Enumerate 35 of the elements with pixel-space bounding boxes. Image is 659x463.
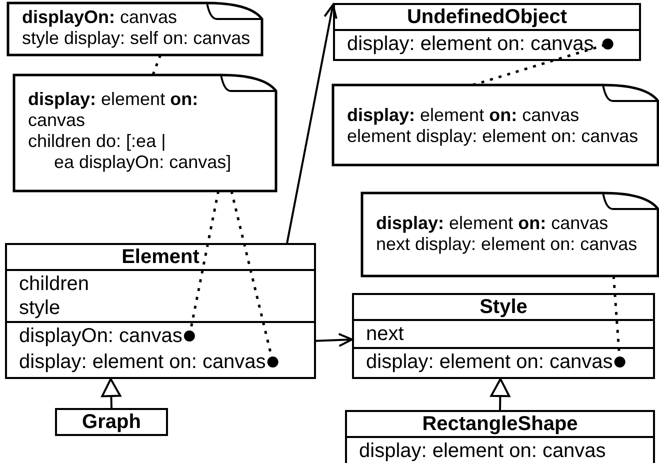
code-line: next display: element on: canvas (376, 234, 638, 255)
method-signature: displayOn: canvas (22, 7, 178, 28)
note-connector (472, 38, 614, 86)
attribute-text: children (18, 272, 90, 296)
method-text: display: element on: canvas (347, 33, 594, 55)
class-box (55, 408, 168, 436)
association-arrow (316, 332, 353, 347)
class-name: Element (120, 245, 200, 269)
note-connector (230, 190, 278, 368)
class-box (352, 293, 655, 379)
note-connector (152, 54, 162, 76)
attribute-text: next (365, 322, 405, 346)
note-connector (184, 190, 220, 342)
attribute-text: display: element on: canvas (358, 439, 607, 463)
method-text: display: element on: canvas (19, 351, 266, 373)
class-box (5, 243, 316, 379)
class-name: Style (478, 295, 528, 319)
note-connector (612, 276, 626, 368)
class-name: Graph (81, 410, 142, 434)
association-arrow (286, 4, 338, 244)
class-name: RectangleShape (421, 412, 579, 436)
method-signature: display: element on: canvas (376, 213, 608, 234)
class-box (345, 410, 655, 463)
method-signature: display: element on: canvas (347, 105, 580, 126)
attribute-text: style (18, 296, 62, 320)
class-box (333, 3, 641, 61)
generalization-arrow (101, 378, 122, 408)
code-line: style display: self on: canvas (22, 28, 250, 49)
method-text: displayOn: canvas (19, 325, 182, 347)
code-line: element display: element on: canvas (347, 126, 638, 147)
class-name: UndefinedObject (406, 5, 568, 29)
method-text: display: element on: canvas (366, 351, 613, 373)
generalization-arrow (490, 378, 510, 410)
code-line: children do: [:ea | (28, 131, 166, 152)
code-line: ea displayOn: canvas] (54, 152, 232, 173)
